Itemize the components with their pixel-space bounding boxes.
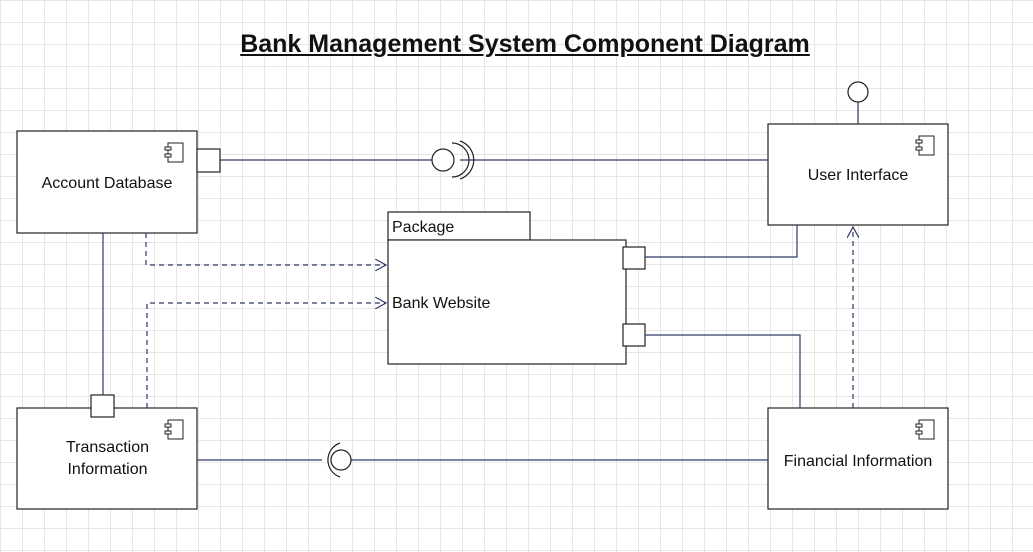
required-interface-socket[interactable]: [327, 442, 341, 478]
component-icon: [915, 135, 935, 156]
diagram-title: Bank Management System Component Diagram: [240, 30, 810, 58]
association-line[interactable]: [645, 225, 798, 258]
dependency-arrow[interactable]: [145, 233, 386, 265]
dependency-arrow[interactable]: [146, 303, 386, 408]
transaction-information-label: Transaction Information: [66, 439, 149, 478]
package-tab-label: Package: [392, 219, 454, 236]
assembly-socket-outer: [459, 140, 475, 180]
association-line[interactable]: [645, 334, 801, 408]
transaction-information-port[interactable]: [90, 394, 115, 418]
bank-website-port-top[interactable]: [622, 246, 646, 270]
component-icon: [915, 419, 935, 440]
account-database-label: Account Database: [42, 175, 173, 192]
financial-information-label: Financial Information: [784, 453, 933, 470]
bank-website-port-bottom[interactable]: [622, 323, 646, 347]
component-icon: [164, 419, 184, 440]
provided-interface-ball[interactable]: [330, 449, 352, 471]
provided-interface-ball[interactable]: [847, 81, 869, 103]
assembly-ball[interactable]: [431, 148, 455, 172]
user-interface-label: User Interface: [808, 167, 909, 184]
bank-website-label: Bank Website: [392, 295, 491, 312]
component-icon: [164, 142, 184, 163]
assembly-socket[interactable]: [451, 142, 470, 178]
account-database-port[interactable]: [196, 148, 221, 173]
bank-website-package[interactable]: [387, 239, 627, 365]
